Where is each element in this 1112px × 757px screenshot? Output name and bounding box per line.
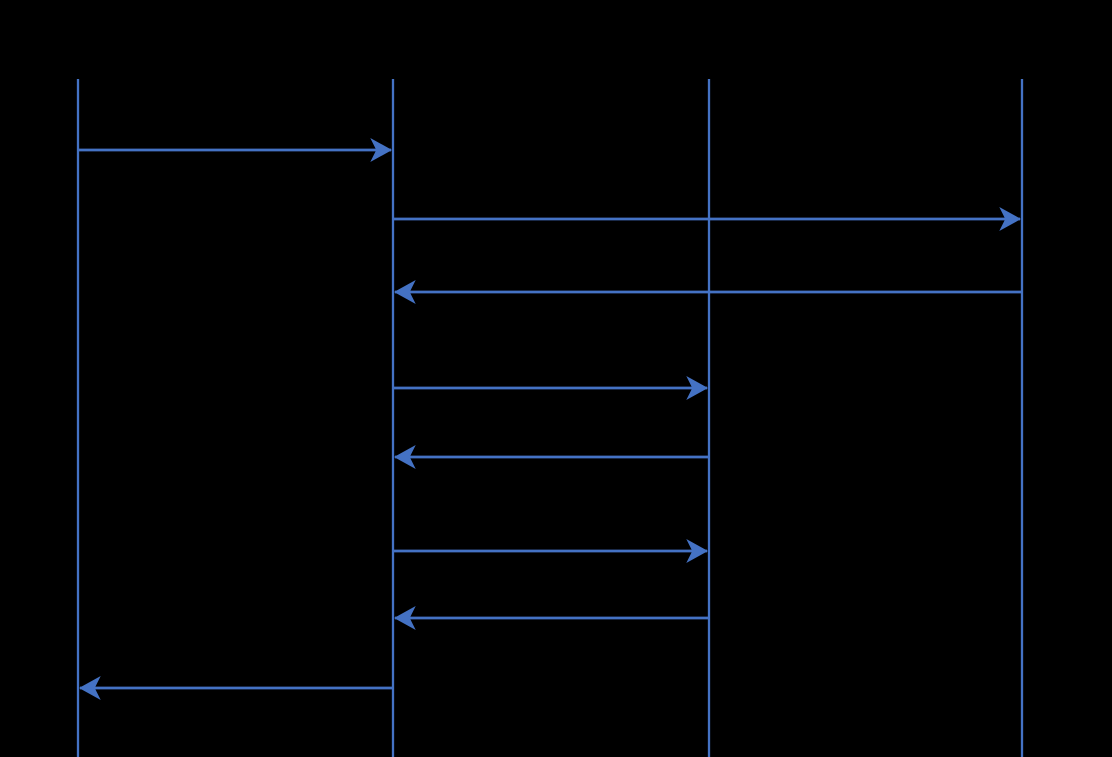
messages-group — [78, 138, 1022, 700]
lifelines-group — [76, 79, 1024, 757]
